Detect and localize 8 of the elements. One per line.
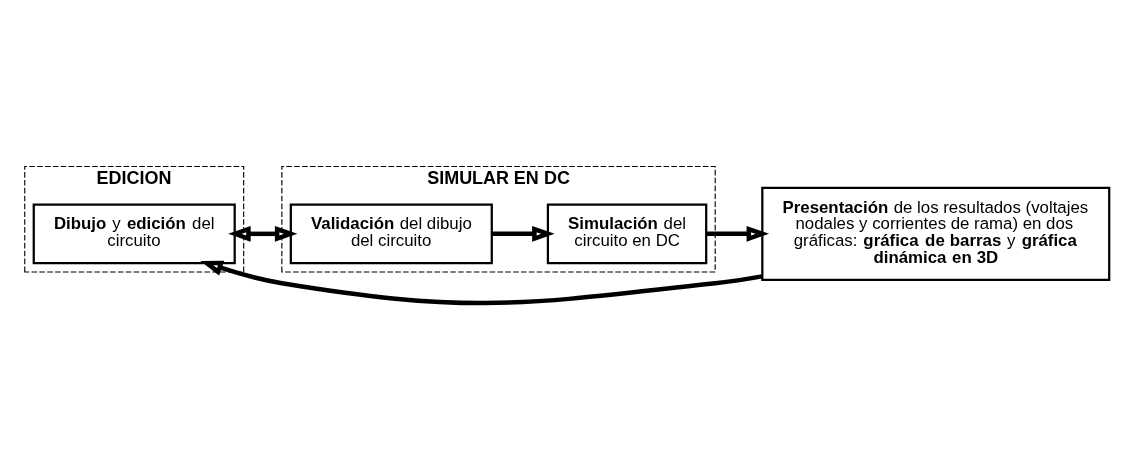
node-box: Simulación del circuito en DC	[546, 203, 708, 264]
node-box: Dibujo y edición del circuito	[32, 203, 236, 264]
arrow	[491, 225, 555, 242]
node-box: Presentación de los resultados (voltajes nodales y corrientes de rama) en dos gráficas: gráfica de barras y gráfica dinámica en 3D	[761, 186, 1111, 281]
arrow	[706, 225, 770, 242]
arrow	[228, 225, 298, 242]
node-box: Validación del dibujo del circuito	[289, 203, 493, 264]
arrow	[200, 260, 763, 305]
